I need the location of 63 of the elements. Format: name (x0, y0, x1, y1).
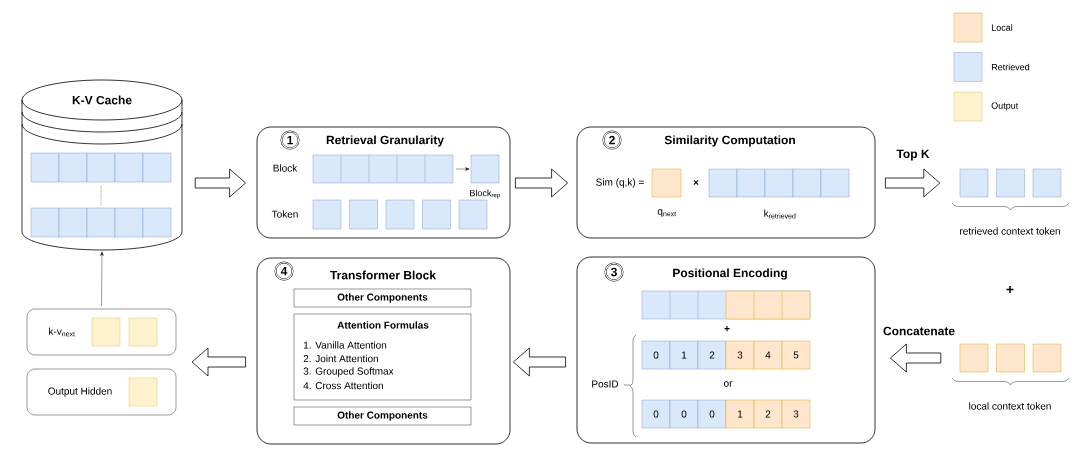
plus-sign: + (1006, 285, 1014, 293)
brace-label: PosID (592, 380, 619, 388)
box-label: Output Hidden (48, 387, 112, 397)
block-arrow (515, 168, 568, 198)
arrow (100, 251, 104, 306)
group-caption: local context token (969, 402, 1051, 410)
block-arrow (513, 347, 566, 377)
token-square (312, 199, 342, 230)
legend-label: Local (991, 24, 1013, 31)
box-label: k-v$_{next}$ (49, 327, 75, 337)
legend-label: Retrieved (991, 63, 1030, 71)
step-number: 3 (604, 262, 624, 282)
formula-text: Sim (q,k) = (596, 178, 644, 188)
panel-title: Similarity Computation (664, 135, 795, 147)
position-cell: 0 (669, 399, 699, 429)
vector-label: q$_{next}$ (657, 209, 677, 217)
token-square (349, 199, 378, 230)
plus-sign: + (724, 326, 730, 332)
group-caption: retrieved context token (960, 227, 1060, 235)
edge-label: Top K (895, 148, 931, 162)
panel-title: Transformer Block (330, 270, 436, 280)
multiply-sign: × (693, 180, 699, 186)
position-cell: 1 (669, 340, 699, 370)
position-cell: 4 (753, 340, 783, 370)
token-square (385, 199, 415, 230)
list-item: 3. Grouped Softmax (303, 367, 394, 377)
vector-label: $\text{k}_{\text{retrieved}}$ (764, 209, 796, 219)
position-cell: 3 (725, 340, 755, 370)
position-cell: 3 (781, 399, 811, 429)
step-number: 4 (274, 261, 294, 281)
edge-label: Concatenate (882, 325, 956, 337)
position-cell: 0 (641, 399, 671, 429)
component-box: Other Components (293, 288, 472, 308)
block-arrow (890, 343, 942, 373)
position-cell: 2 (753, 399, 783, 429)
component-box: Other Components (293, 406, 472, 426)
or-text: or (724, 381, 733, 387)
row-label: Block (273, 164, 298, 172)
position-cell: 2 (697, 340, 727, 370)
step-number: 1 (280, 130, 300, 150)
list-item: 4. Cross Attention (303, 381, 383, 390)
token-row (641, 290, 811, 320)
list-item: 2. Joint Attention (303, 354, 378, 363)
row-label: Token (271, 210, 298, 218)
legend-label: Output (991, 102, 1019, 111)
position-cell: 1 (725, 399, 755, 429)
panel-title: Retrieval Granularity (326, 135, 444, 147)
step-number: 2 (602, 130, 622, 150)
position-cell: 0 (641, 340, 671, 370)
token-caption: Block$_{rep}$ (470, 189, 500, 199)
position-cell: 0 (697, 399, 727, 429)
token-square (422, 199, 451, 230)
box-title: Attention Formulas (337, 321, 429, 329)
token-row (312, 154, 454, 184)
token-square (458, 199, 488, 230)
block-arrow (191, 347, 246, 377)
block-arrow (885, 168, 941, 198)
block-arrow (194, 168, 246, 198)
arrow (456, 167, 470, 171)
list-item: 1. Vanilla Attention (303, 341, 387, 349)
cylinder-title: K-V Cache (72, 95, 132, 105)
position-cell: 5 (781, 340, 811, 370)
panel-title: Positional Encoding (673, 268, 787, 280)
